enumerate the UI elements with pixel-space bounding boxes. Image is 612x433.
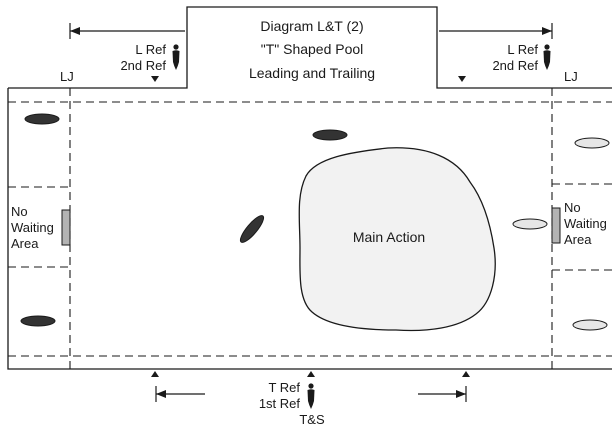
left-ref-role-label: 2nd Ref xyxy=(120,58,166,73)
player-ellipse-icon xyxy=(239,215,265,243)
right-ref-position-marker-icon xyxy=(458,76,466,82)
bottom-left-position-marker-icon xyxy=(151,371,159,377)
direction-arrows xyxy=(69,23,553,402)
right-ref-label: L Ref xyxy=(507,42,538,57)
pool-outline xyxy=(7,6,612,370)
left-referee-figure-icon xyxy=(172,44,180,70)
player-ellipse-icon xyxy=(20,315,56,327)
player-ellipse-icon xyxy=(572,319,608,331)
bottom-right-position-marker-icon xyxy=(462,371,470,377)
bottom-ref-role-label: 1st Ref xyxy=(259,396,301,411)
top-left-direction-arrow-icon xyxy=(69,23,185,39)
right-lj-label: LJ xyxy=(564,69,578,84)
bottom-center-position-marker-icon xyxy=(307,371,315,377)
left-no-waiting-label-line1: No xyxy=(11,204,28,219)
position-markers xyxy=(151,76,470,377)
bottom-left-direction-arrow-icon xyxy=(155,386,205,402)
left-ref-label: L Ref xyxy=(135,42,166,57)
main-action-label: Main Action xyxy=(353,229,425,245)
right-no-waiting-label-line1: No xyxy=(564,200,581,215)
dashed-lines xyxy=(8,88,612,369)
left-ref-position-marker-icon xyxy=(151,76,159,82)
player-ellipse-icon xyxy=(574,137,610,149)
diagram-title-line2: "T" Shaped Pool xyxy=(261,41,364,57)
main-action-area xyxy=(298,147,496,332)
bottom-referee-figure-icon xyxy=(307,383,315,409)
top-right-direction-arrow-icon xyxy=(439,23,553,39)
right-no-waiting-label-line3: Area xyxy=(564,232,592,247)
left-wall-marker xyxy=(61,209,71,246)
left-lj-label: LJ xyxy=(60,69,74,84)
players xyxy=(20,113,610,331)
player-ellipse-icon xyxy=(24,113,60,125)
right-no-waiting-label-line2: Waiting xyxy=(564,216,607,231)
left-no-waiting-label-line3: Area xyxy=(11,236,39,251)
player-ellipse-icon xyxy=(512,218,548,230)
right-ref-role-label: 2nd Ref xyxy=(492,58,538,73)
diagram-title-line1: Diagram L&T (2) xyxy=(260,18,363,34)
bottom-right-direction-arrow-icon xyxy=(418,386,467,402)
diagram-title-line3: Leading and Trailing xyxy=(249,65,375,81)
bottom-ref-label: T Ref xyxy=(268,380,300,395)
player-ellipse-icon xyxy=(312,129,348,141)
bottom-ref-position-label: T&S xyxy=(299,412,325,427)
left-no-waiting-label-line2: Waiting xyxy=(11,220,54,235)
right-referee-figure-icon xyxy=(543,44,551,70)
right-wall-marker xyxy=(551,207,561,244)
